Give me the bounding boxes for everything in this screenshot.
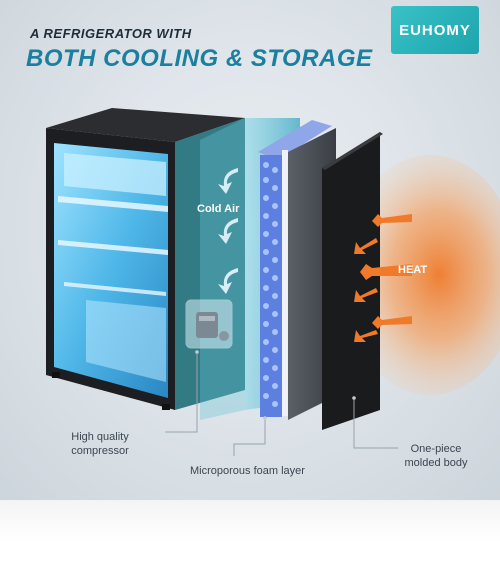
heat-arrows — [354, 214, 412, 342]
foam-layer-top — [258, 120, 332, 160]
fridge-foot — [162, 404, 170, 410]
shelf — [64, 282, 166, 296]
heat-glow — [340, 155, 500, 395]
brand-logo: EUHOMY — [391, 6, 479, 54]
molded-body-label: One-piece molded body — [404, 443, 468, 469]
cold-air-arrow-icon — [218, 218, 238, 244]
insulation-illustration — [46, 108, 500, 456]
glass-layer-edge — [200, 118, 245, 420]
heat-arrow-icon — [354, 238, 378, 254]
foam-layer-label: Microporous foam layer — [190, 465, 305, 477]
compressor-label: High quality compressor — [71, 431, 129, 457]
heat-label: HEAT — [398, 264, 428, 276]
background-floor — [0, 500, 500, 571]
heat-arrow-icon — [372, 316, 412, 329]
headline-line-2: BOTH COOLING & STORAGE — [26, 45, 373, 72]
fridge-foot — [52, 372, 60, 378]
foam-bubbles — [263, 162, 278, 407]
leader-lines — [165, 352, 398, 456]
heat-arrow-icon — [354, 330, 378, 342]
molded-body-panel — [322, 132, 380, 430]
fridge-top — [46, 108, 245, 142]
inner-liner — [282, 150, 288, 416]
compressor — [185, 299, 233, 349]
cold-air-arrows — [218, 168, 238, 294]
product-image: A REFRIGERATOR WITH BOTH COOLING & STORA… — [0, 0, 500, 500]
heat-arrow-icon — [372, 214, 412, 227]
freezer-compartment — [64, 153, 166, 196]
cold-air-arrow-icon — [218, 168, 238, 194]
crisper-drawer — [86, 300, 166, 382]
cold-air-arrow-icon — [218, 268, 238, 294]
shelf — [58, 240, 168, 255]
cold-air-label: Cold Air — [197, 203, 240, 215]
heat-arrow-icon — [360, 264, 412, 280]
molded-body-edge — [322, 132, 383, 170]
shelf — [58, 196, 168, 212]
heat-arrow-icon — [354, 288, 378, 302]
headline-line-1: A REFRIGERATOR WITH — [30, 26, 192, 41]
